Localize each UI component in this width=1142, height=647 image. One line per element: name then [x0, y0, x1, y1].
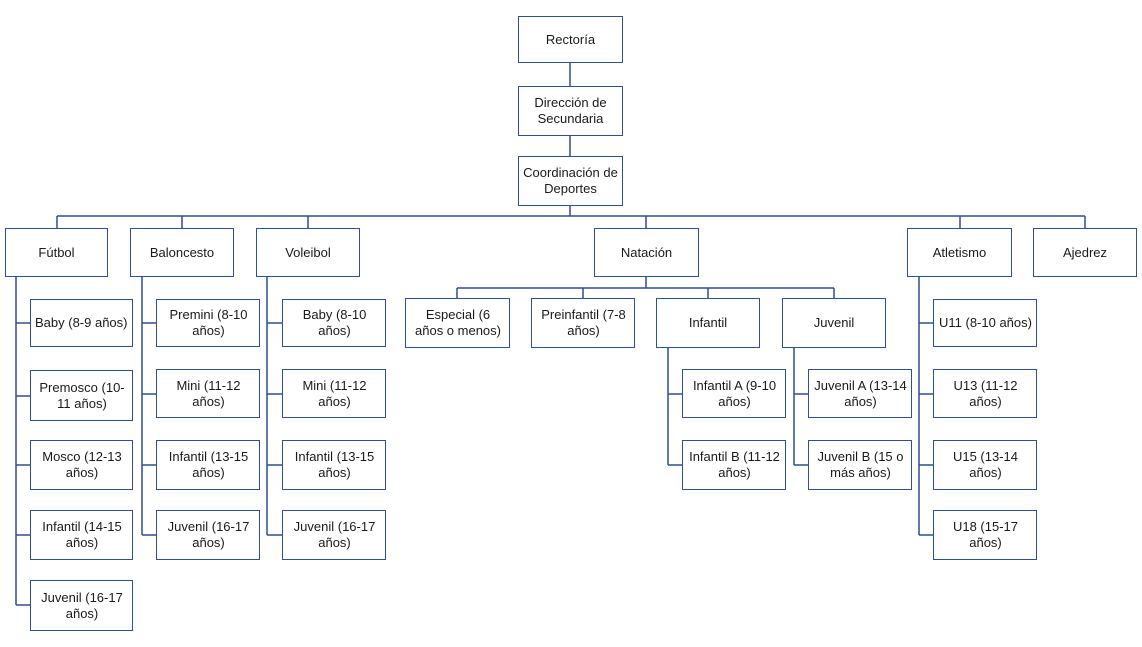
node-natacion-especial: Especial (6 años o menos): [405, 298, 510, 348]
node-natacion-preinfantil: Preinfantil (7-8 años): [531, 298, 635, 348]
node-natacion-juvenil-a: Juvenil A (13-14 años): [808, 369, 912, 418]
node-atletismo: Atletismo: [907, 228, 1012, 277]
node-futbol-juvenil: Juvenil (16-17 años): [30, 580, 133, 631]
node-voleibol-infantil: Infantil (13-15 años): [282, 440, 386, 490]
node-futbol-baby: Baby (8-9 años): [30, 299, 133, 347]
node-coordinacion-deportes: Coordinación de Deportes: [518, 156, 623, 206]
node-baloncesto-mini: Mini (11-12 años): [156, 369, 260, 418]
node-natacion-infantil: Infantil: [656, 298, 760, 348]
node-natacion-infantil-a: Infantil A (9-10 años): [682, 369, 786, 418]
node-atletismo-u15: U15 (13-14 años): [933, 440, 1037, 490]
node-voleibol-juvenil: Juvenil (16-17 años): [282, 510, 386, 560]
node-futbol-mosco: Mosco (12-13 años): [30, 440, 133, 490]
node-baloncesto-juvenil: Juvenil (16-17 años): [156, 510, 260, 560]
node-futbol-infantil: Infantil (14-15 años): [30, 510, 133, 560]
node-atletismo-u11: U11 (8-10 años): [933, 299, 1037, 347]
node-atletismo-u13: U13 (11-12 años): [933, 369, 1037, 418]
node-voleibol-baby: Baby (8-10 años): [282, 299, 386, 347]
node-rectoria: Rectoría: [518, 16, 623, 63]
node-futbol: Fútbol: [5, 228, 108, 277]
node-atletismo-u18: U18 (15-17 años): [933, 510, 1037, 560]
node-natacion-infantil-b: Infantil B (11-12 años): [682, 440, 786, 490]
node-natacion-juvenil: Juvenil: [782, 298, 886, 348]
node-baloncesto-infantil: Infantil (13-15 años): [156, 440, 260, 490]
node-ajedrez: Ajedrez: [1033, 228, 1137, 277]
node-voleibol-mini: Mini (11-12 años): [282, 369, 386, 418]
node-natacion: Natación: [594, 228, 699, 277]
node-baloncesto-premini: Premini (8-10 años): [156, 299, 260, 347]
node-baloncesto: Baloncesto: [130, 228, 234, 277]
node-natacion-juvenil-b: Juvenil B (15 o más años): [808, 440, 912, 490]
node-futbol-premosco: Premosco (10-11 años): [30, 370, 133, 421]
node-direccion-secundaria: Dirección de Secundaria: [518, 86, 623, 136]
node-voleibol: Voleibol: [256, 228, 360, 277]
